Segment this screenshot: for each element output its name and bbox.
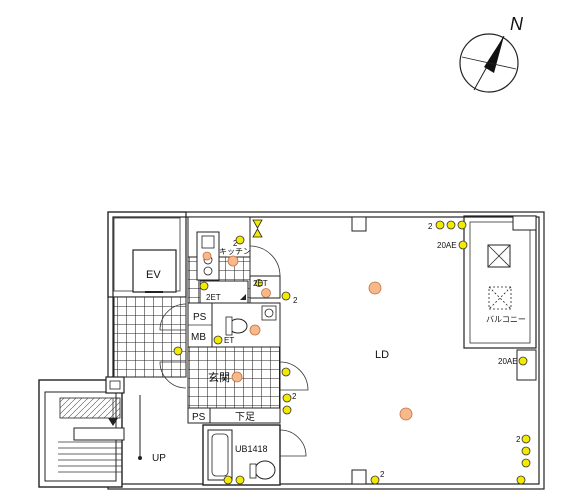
- tiled-floor-left: [113, 256, 281, 409]
- hall-et-outlet-icon: [255, 279, 263, 287]
- top-outlet-count: 2: [428, 222, 433, 231]
- hall-light: [261, 288, 271, 298]
- ev-label: EV: [146, 269, 161, 281]
- unit-bath-label: UB1418: [235, 444, 268, 454]
- top-outlet-icon-2: [446, 220, 456, 230]
- top-outlet-icon: [435, 220, 445, 230]
- bottom-outlet-count: 2: [380, 470, 385, 479]
- kitchen-area: キッチン 2 2ET: [187, 216, 251, 304]
- right-outlet-icon: [521, 434, 531, 444]
- ps-mb-closet: PS MB: [187, 302, 213, 348]
- ld-light-upper: [368, 281, 382, 295]
- kitchen-outlet-count: 2: [233, 239, 238, 248]
- kitchen-et-outlet-icon: [199, 281, 209, 291]
- hall-outlet-count: 2: [293, 296, 298, 305]
- ae-top-label: 20AE: [437, 241, 457, 250]
- elevator: EV: [132, 249, 177, 293]
- wash-outlet-icon: [213, 335, 223, 345]
- wash-et-label: ET: [224, 336, 234, 345]
- bottom-outlet-icon: [370, 475, 380, 485]
- kitchen-light: [227, 255, 239, 267]
- washroom: ET: [211, 302, 281, 348]
- entrance-light: [231, 371, 243, 383]
- staircase: UP: [38, 376, 166, 488]
- ld-light-lower: [399, 407, 413, 421]
- hall-et: 2ET 2: [249, 275, 298, 305]
- kitchen-outlet-icon: [235, 235, 245, 245]
- bath-outlet-icon-2: [235, 475, 245, 485]
- ld-label: LD: [375, 349, 389, 361]
- ae-right-label: 20AE: [498, 357, 518, 366]
- hall-left-outlet-icon: [173, 346, 183, 356]
- ps-lower-label: PS: [192, 412, 206, 423]
- entry-marker-icon: [252, 219, 263, 238]
- entrance-outlet-count: 2: [292, 392, 297, 401]
- kitchen-et-label: 2ET: [206, 293, 221, 302]
- mb-label: MB: [191, 332, 206, 343]
- north-label: N: [510, 14, 524, 34]
- entrance-outlet-icon: [281, 367, 291, 377]
- kitchen-light-2: [202, 251, 212, 261]
- outer-walls: [107, 211, 545, 490]
- right-outlet-count: 2: [516, 435, 521, 444]
- up-label: UP: [152, 453, 166, 464]
- wash-light: [249, 324, 261, 336]
- entrance-label: 玄関: [208, 370, 230, 384]
- balcony-label: バルコニー: [486, 315, 526, 324]
- ae-top-icon: [458, 240, 468, 250]
- shoe-area: PS 下足: [187, 407, 281, 424]
- bath-outlet-icon: [223, 475, 233, 485]
- entrance-switch-icon: [282, 393, 292, 403]
- hall-et-label: 2ET: [253, 279, 268, 288]
- top-outlet-icon-3: [457, 220, 467, 230]
- kitchen-label: キッチン: [219, 247, 251, 256]
- shoe-area-label: 下足: [235, 411, 255, 423]
- ae-right-icon: [518, 356, 528, 366]
- right-outlet-icon-3: [521, 458, 531, 468]
- north-arrow-icon: N: [459, 14, 524, 93]
- entrance: 玄関 2: [173, 346, 309, 415]
- balcony: バルコニー: [486, 244, 526, 324]
- right-bottom-outlet-icon: [516, 475, 526, 485]
- hall-doors: [159, 303, 187, 389]
- kitchen-door: [249, 245, 281, 277]
- ps-upper-label: PS: [193, 312, 207, 323]
- right-outlet-icon-2: [521, 446, 531, 456]
- hall-outlet-icon: [281, 291, 291, 301]
- entrance-switch-icon-2: [282, 405, 292, 415]
- living-dining: LD 2 20AE 20AE 2 2: [351, 216, 537, 485]
- unit-bath: UB1418: [202, 424, 307, 486]
